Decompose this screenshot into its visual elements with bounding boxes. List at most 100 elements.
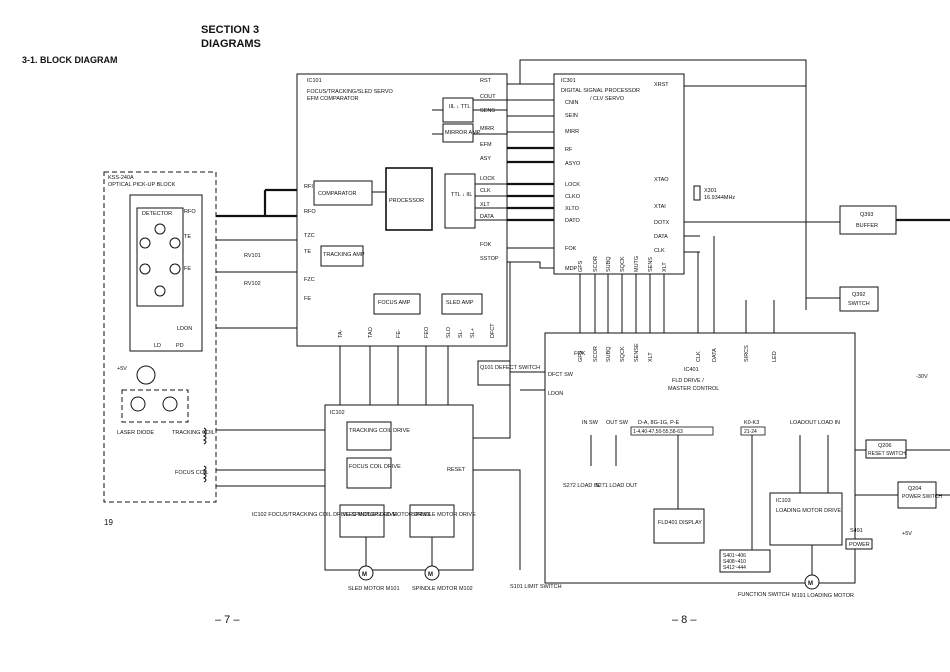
q204-label: Q204 [908,486,921,492]
ic301-left-pin-3: RF [565,147,573,153]
ic401-top-pin-4: SENSE [634,343,640,362]
q206-label: Q206 [878,443,891,449]
pd-label: PD [176,343,184,349]
ic102-ref: IC102 [330,410,345,416]
q206-desc: RESET SWITCH [868,451,906,457]
fe-label: FE [184,266,191,272]
ic301-left-pin-6: CLKO [565,194,581,200]
fld401-label: FLD401 DISPLAY [658,520,702,526]
function-key-2: S412~444 [723,565,746,571]
ic401-grid: D-A, 8G-1G, P-E [638,420,680,426]
ic101-input-0: RFI [304,184,313,190]
s271-label: S271 LOAD OUT [595,483,638,489]
sled-motor-label: SLED MOTOR M101 [348,586,400,592]
ic401-top-pin-3: SQCK [620,346,626,362]
q393-label: Q393 [860,212,873,218]
side-number: 19 [104,518,113,527]
s272-label: S272 LOAD IN [563,483,599,489]
q392-desc: SWITCH [848,301,870,307]
focus-coil-symbol [202,465,207,483]
q206-block [865,439,907,459]
loading-motor-label: M191 LOADING MOTOR [792,593,854,599]
ic103-desc: LOADING MOTOR DRIVE [776,508,841,514]
ic301-right-pin-0: XRST [654,82,669,88]
sled-drive-block [339,504,385,538]
ic301-box [553,73,685,275]
function-switch-block [719,549,771,573]
ic103-ref: IC103 [776,498,791,504]
grid-pins-box [630,426,714,436]
power-button [845,538,873,550]
ic401-grid-pins: 1-4,40-47,50-55,58-63 [633,429,683,435]
ic301-bottom-pin-3: SQCK [620,256,626,272]
ic102-caption: IC102 FOCUS/TRACKING COIL DRIVE SPINDLE/… [252,512,431,518]
tracking-amp-label: TRACKING AMP [323,252,365,258]
ic401-loadout: LOADOUT [790,420,817,426]
ic101-output-9: DATA [480,214,494,220]
photodiode-array [139,223,181,297]
ic101-output-10: FOK [480,242,492,248]
ld-label: LD [154,343,161,349]
ic301-bottom-pin-1: SCOR [593,256,599,272]
ic301-right-pin-4: DATA [654,234,668,240]
supply-label: +5V [117,366,127,372]
ic101-bottom-pin-3: FEO [424,326,430,338]
ic301-right-pin-5: CLK [654,248,665,254]
mirror-amp-label: MIRROR AMP [445,130,481,136]
ic101-output-8: XLT [480,202,490,208]
ic301-bottom-pin-5: SENS [648,257,654,272]
focus-coil-label: FOCUS COIL [175,470,209,476]
spindle-motor-label: SPINDLE MOTOR M102 [412,586,473,592]
comparator-block [313,180,373,206]
ic101-bottom-pin-6: SL+ [470,328,476,338]
ic401-top-pin-6: CLK [696,351,702,362]
s101-label: S101 LIMIT SWITCH [510,584,562,590]
ldon-label: LDON [177,326,192,332]
xtal-freq: 16.9344MHz [704,195,735,201]
rv101-label: RV101 [244,253,261,259]
q204-block [897,481,937,509]
ic101-output-1: COUT [480,94,496,100]
ic401-fok: FOK [574,351,586,357]
ic103-box [769,492,843,546]
minus30-label: -30V [916,374,928,380]
s491-label: S491 [850,528,863,534]
ic301-left-pin-10: MDP [565,266,578,272]
ic101-bottom-pin-7: DFCT [490,323,496,338]
iil-ttl-block [442,97,474,123]
ic401-top-pin-9: LED [772,351,778,362]
ic301-right-pin-1: XTAO [654,177,669,183]
ic401-top-pin-1: SCOR [593,346,599,362]
ic301-left-pin-8: DATO [565,218,580,224]
ic101-output-5: ASY [480,156,491,162]
ic301-desc1: DIGITAL SIGNAL PROCESSOR [561,88,640,94]
page-number-right: – 8 – [672,614,697,626]
ttl-iil-label: TTL ↓ IIL [451,192,473,198]
ic301-ref: IC301 [561,78,576,84]
ic401-in-sw: IN SW [582,420,599,426]
comparator-label: COMPARATOR [318,191,357,197]
te-label: TE [184,234,191,240]
power-label: POWER [849,542,870,548]
iil-ttl-label: IIL ↓ TTL [449,104,470,110]
ic401-top-pin-2: SUBQ [606,346,612,362]
photo-diode-symbol [162,396,178,412]
ic102-reset: RESET [447,467,466,473]
function-switch-label: FUNCTION SWITCH [738,592,790,598]
ic101-bottom-pin-0: TA- [338,329,344,338]
ic301-left-pin-9: FOK [565,246,577,252]
ic301-left-pin-5: LOCK [565,182,580,188]
pickup-block [103,171,217,503]
ic101-output-3: MIRR [480,126,494,132]
ic301-left-pin-2: MIRR [565,129,579,135]
keys-pins-box [740,426,766,436]
ic401-top-pin-7: DATA [712,348,718,362]
ic301-bottom-pin-2: SUBQ [606,256,612,272]
ic301-desc2: / CLV SERVO [590,96,625,102]
ic301-right-pin-3: DOTX [654,220,670,226]
